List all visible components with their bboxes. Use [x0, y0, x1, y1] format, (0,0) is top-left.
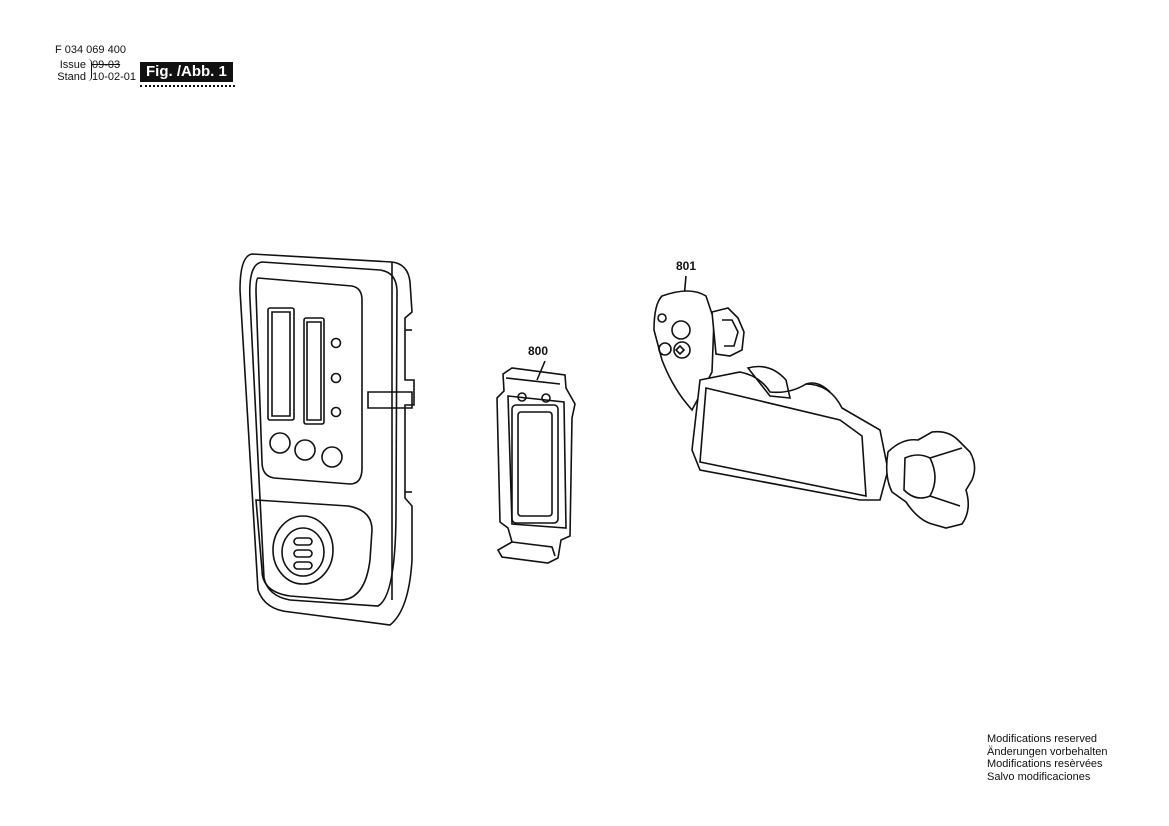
stand-label: Stand [57, 71, 86, 83]
issue-label: Issue [59, 59, 86, 71]
notice-line-en: Modifications reserved [987, 733, 1098, 745]
laser-receiver-drawing [240, 254, 414, 625]
modifications-notice: Modifications reserved Änderungen vorbeh… [987, 733, 1107, 783]
part-number-801: 801 [676, 259, 697, 273]
date-bracket [87, 59, 92, 81]
part-801-bracket-drawing [654, 276, 975, 528]
part-number-800: 800 [528, 344, 549, 358]
notice-line-de: Änderungen vorbehalten [987, 745, 1108, 758]
notice-line-fr: Modifications resèrvées [987, 758, 1103, 770]
notice-line-es: Salvo modificaciones [987, 770, 1091, 783]
part-800-clip-drawing [497, 361, 575, 563]
stand-date: 10-02-01 [92, 71, 137, 83]
figure-label-underline [140, 83, 235, 87]
issue-date: 09-03 [92, 59, 121, 71]
document-number: F 034 069 400 [55, 44, 126, 56]
figure-label: Fig. /Abb. 1 [140, 62, 233, 82]
